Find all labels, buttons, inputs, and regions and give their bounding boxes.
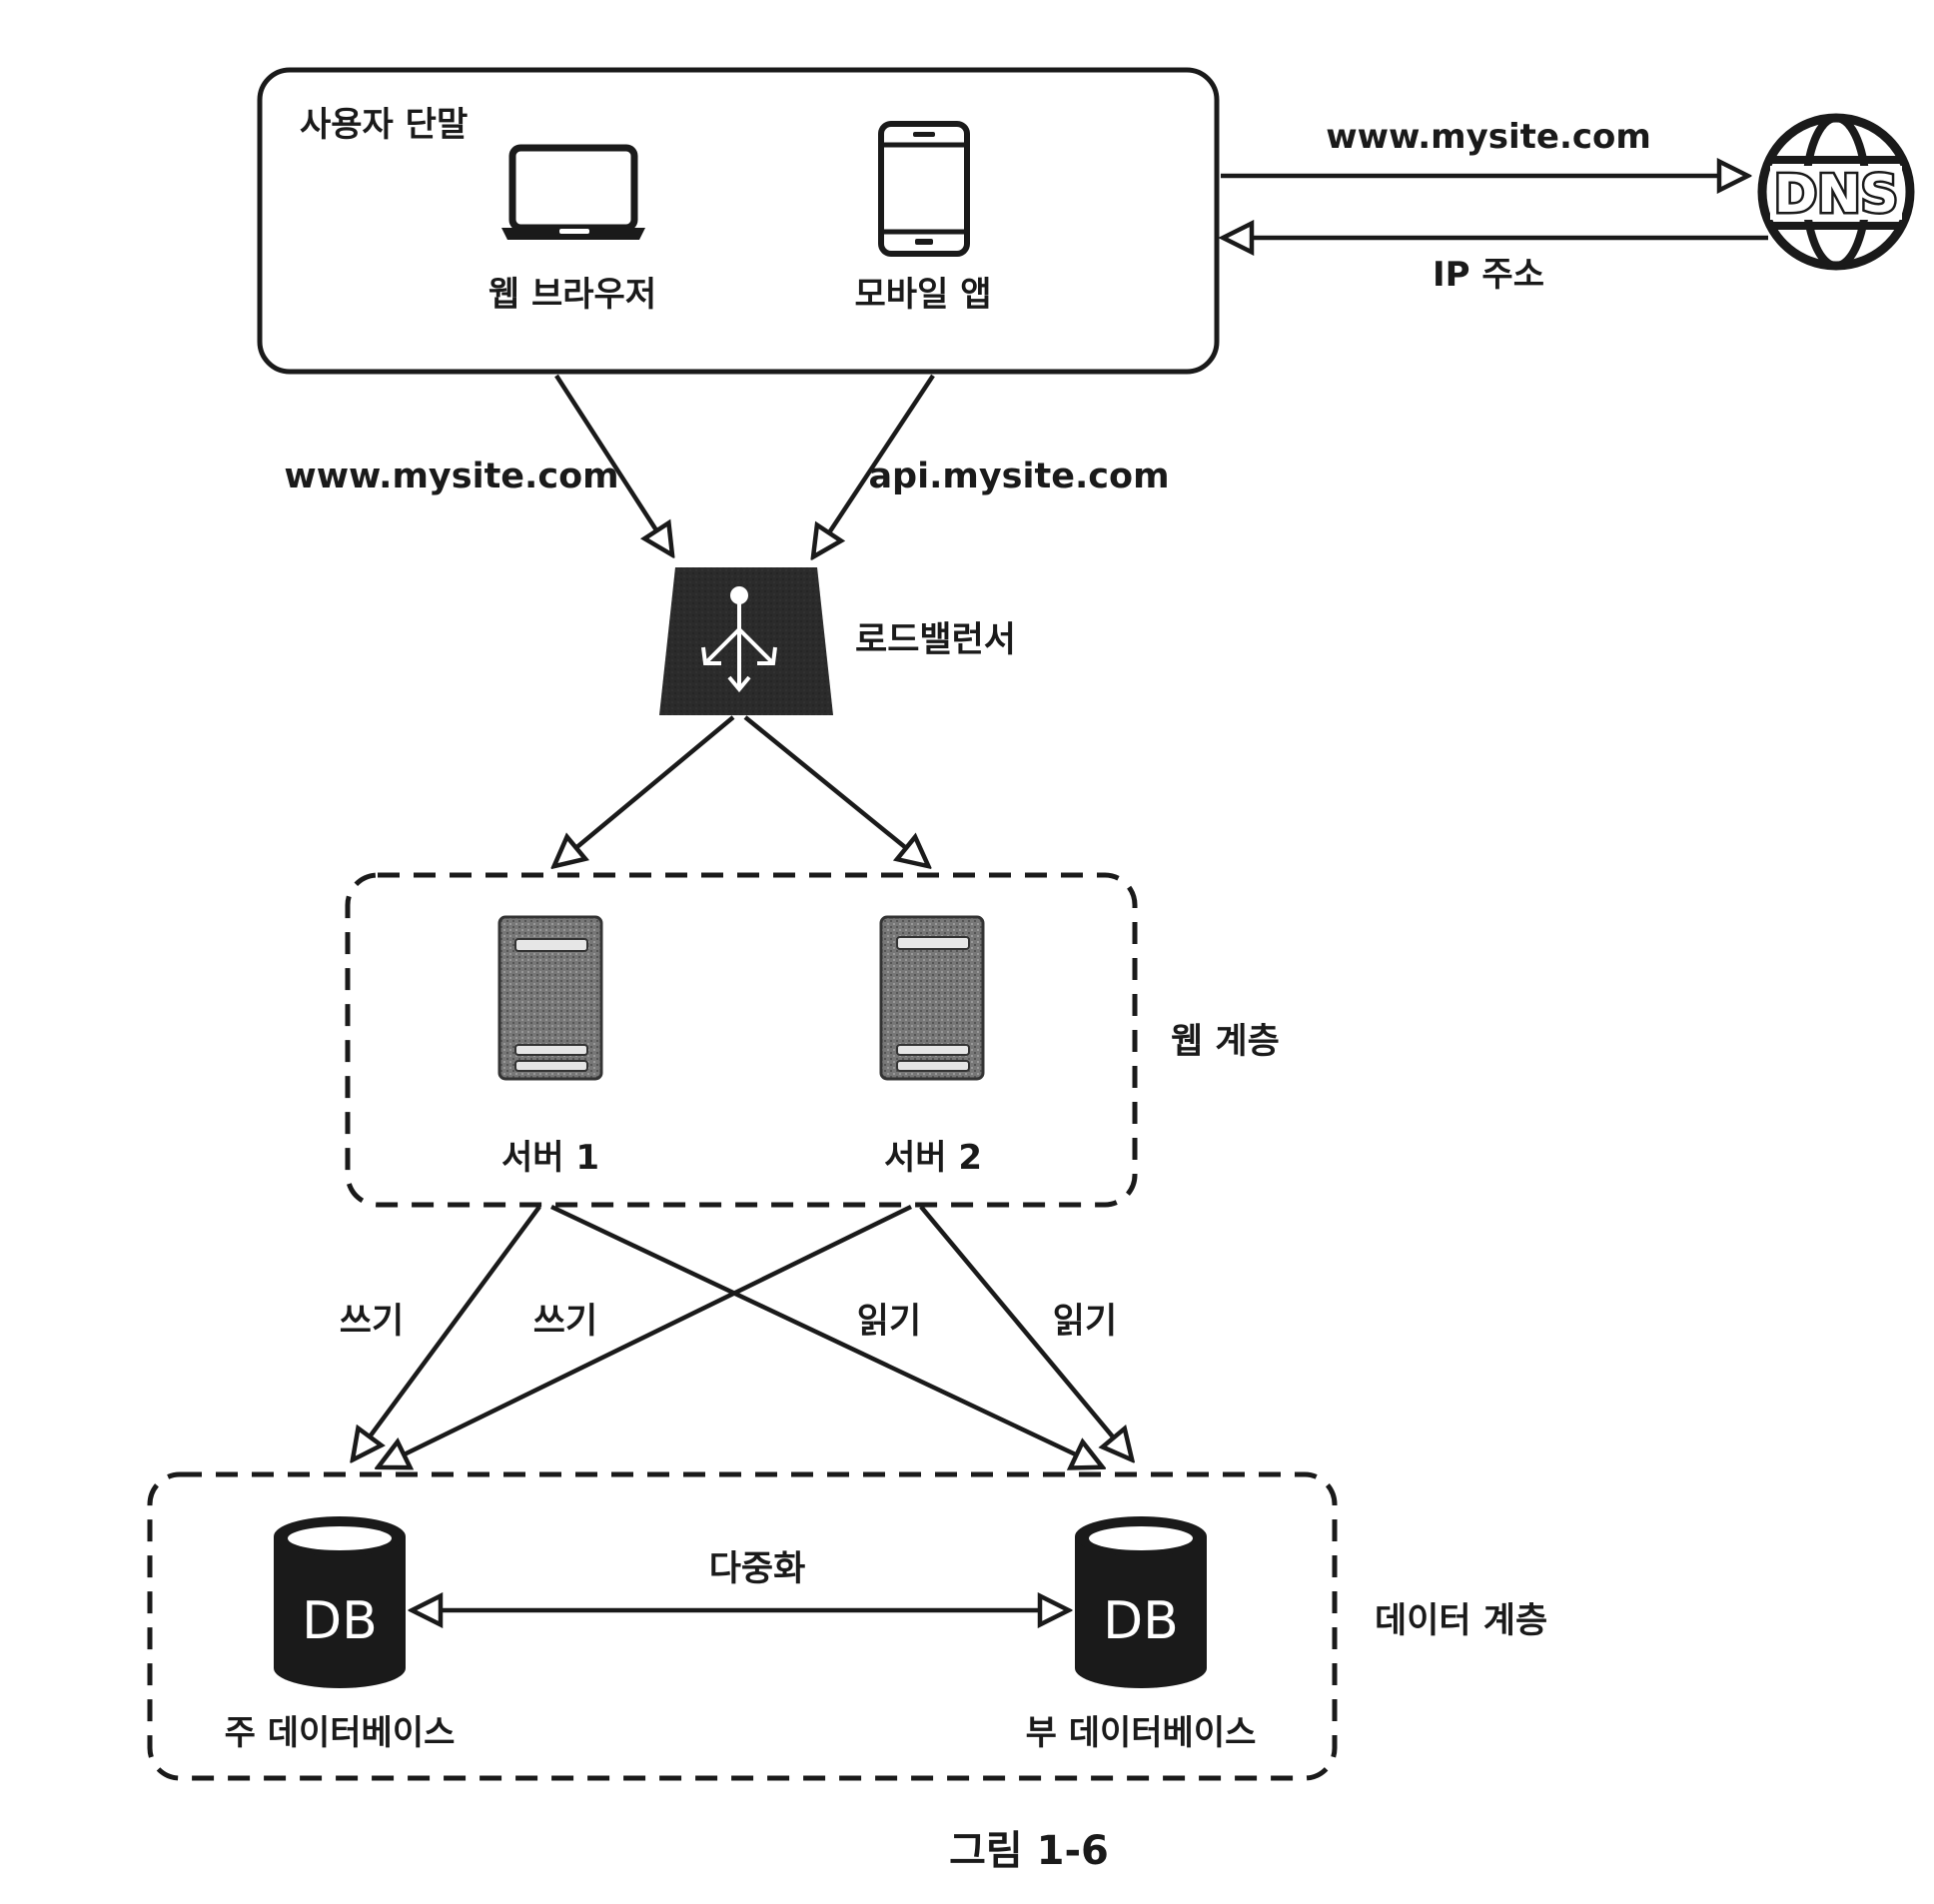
server1-write-arrow xyxy=(354,1205,541,1458)
client-box xyxy=(257,67,1220,375)
figure-caption: 그림 1-6 xyxy=(949,1828,1109,1874)
api-route-label: api.mysite.com xyxy=(868,457,1169,496)
web-browser-label: 웹 브라우저 xyxy=(488,275,656,315)
write-label-2: 쓰기 xyxy=(533,1302,597,1342)
server-1-label: 서버 1 xyxy=(501,1138,599,1178)
data-tier-box xyxy=(147,1471,1338,1781)
dns-icon-text: DNS xyxy=(1774,165,1898,225)
read-label-2: 읽기 xyxy=(1053,1302,1117,1342)
client-device-group: 사용자 단말 웹 브라우저 모바일 앱 xyxy=(257,67,1220,375)
load-balancer-icon xyxy=(659,567,833,715)
lb-to-server2-arrow xyxy=(743,715,927,865)
server1-read-arrow xyxy=(550,1204,1101,1466)
read-label-1: 읽기 xyxy=(857,1302,921,1342)
server2-read-arrow xyxy=(919,1205,1131,1458)
load-balancer-label: 로드밸런서 xyxy=(855,620,1016,660)
server2-write-arrow xyxy=(380,1204,912,1466)
dns-icon: DNS xyxy=(1757,113,1915,271)
dns-request-label: www.mysite.com xyxy=(1326,117,1651,157)
mobile-phone-icon xyxy=(878,121,970,257)
laptop-icon xyxy=(501,144,645,240)
web-route-arrow xyxy=(554,374,671,553)
server-2-icon xyxy=(879,915,985,1081)
master-database-label: 주 데이터베이스 xyxy=(225,1713,456,1753)
mobile-app-label: 모바일 앱 xyxy=(855,275,992,315)
data-tier-label: 데이터 계층 xyxy=(1375,1601,1547,1641)
slave-database-icon: DB xyxy=(1075,1516,1207,1688)
client-box-title: 사용자 단말 xyxy=(300,105,468,145)
server-1-icon xyxy=(497,915,603,1081)
dns-response-label: IP 주소 xyxy=(1433,255,1544,295)
web-tier-box xyxy=(345,872,1138,1208)
slave-database-label: 부 데이터베이스 xyxy=(1026,1713,1257,1753)
web-tier-label: 웹 계층 xyxy=(1171,1022,1280,1062)
replication-label: 다중화 xyxy=(709,1549,806,1589)
web-route-label: www.mysite.com xyxy=(284,457,618,496)
master-db-icon-text: DB xyxy=(302,1591,378,1651)
lb-to-server1-arrow xyxy=(555,715,735,865)
master-database-icon: DB xyxy=(274,1516,406,1688)
write-label-1: 쓰기 xyxy=(340,1302,404,1342)
slave-db-icon-text: DB xyxy=(1103,1591,1179,1651)
server-2-label: 서버 2 xyxy=(884,1138,982,1178)
api-route-arrow xyxy=(814,374,935,555)
